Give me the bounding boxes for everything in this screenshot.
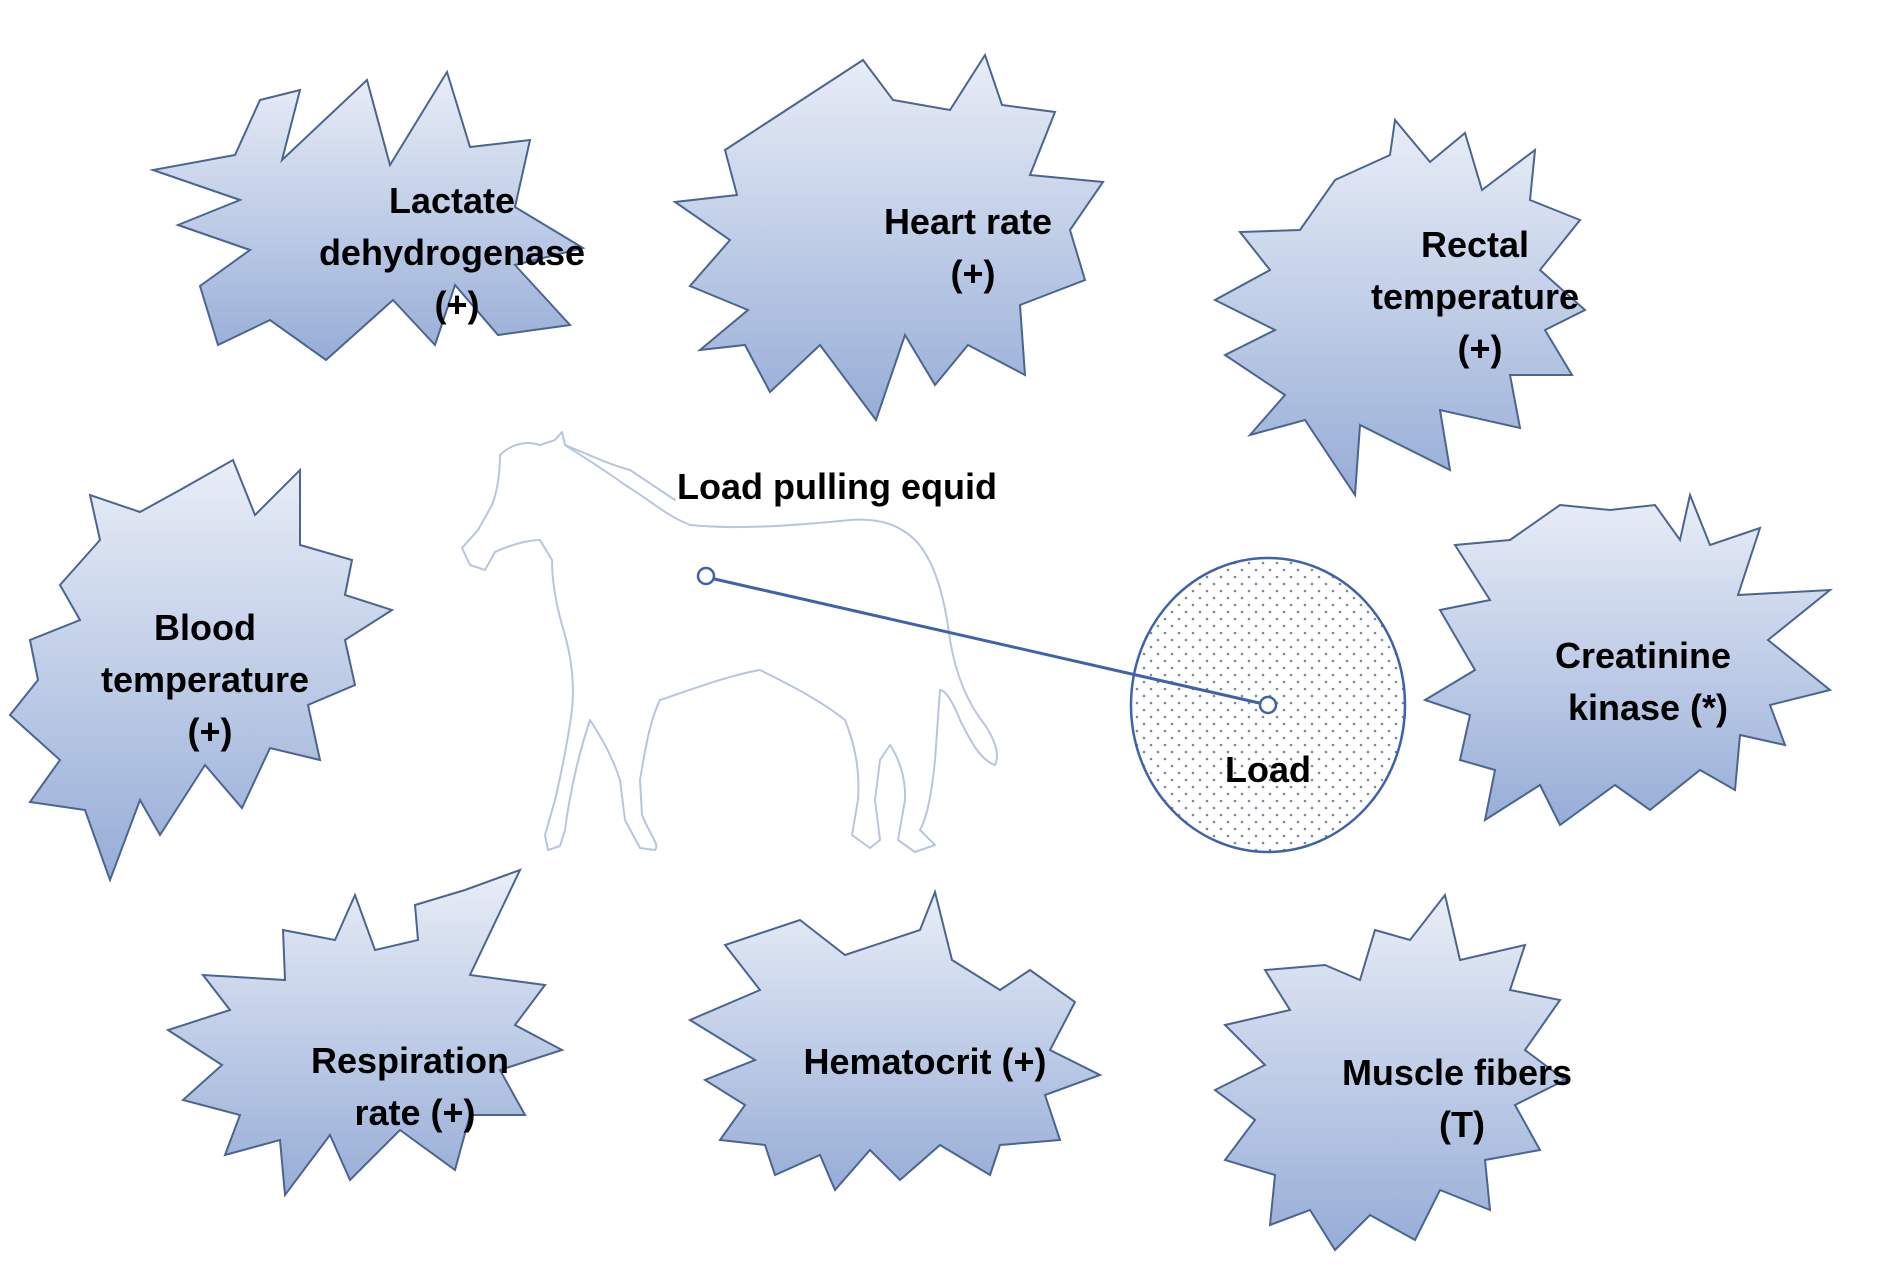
burst-line: dehydrogenase <box>319 232 585 273</box>
burst-label-respiration-rate: Respiration rate (+) <box>311 1040 519 1133</box>
burst-muscle-fibers <box>1213 892 1567 1252</box>
burst-line: rate (+) <box>354 1092 475 1133</box>
burst-label-muscle-fibers: Muscle fibers (T) <box>1342 1052 1582 1145</box>
burst-lactate-dehydrogenase <box>149 69 586 362</box>
burst-shape <box>8 458 395 883</box>
horse-outline <box>461 431 998 853</box>
burst-label-hematocrit: Hematocrit (+) <box>803 1041 1046 1082</box>
burst-shape <box>165 868 565 1198</box>
horse-mane-outline <box>564 444 676 501</box>
burst-line: Blood <box>154 607 256 648</box>
burst-blood-temperature <box>8 458 395 883</box>
burst-line: (+) <box>188 711 233 752</box>
burst-line: (T) <box>1439 1104 1485 1145</box>
burst-line: Muscle fibers <box>1342 1052 1572 1093</box>
burst-line: temperature <box>101 659 309 700</box>
burst-line: temperature <box>1371 276 1579 317</box>
burst-line: kinase (*) <box>1568 687 1728 728</box>
burst-line: (+) <box>435 284 480 325</box>
burst-hematocrit <box>687 888 1103 1192</box>
burst-label-heart-rate: Heart rate (+) <box>884 201 1062 294</box>
horse-body-outline <box>461 431 998 853</box>
burst-line: Respiration <box>311 1040 509 1081</box>
burst-line: Hematocrit (+) <box>803 1041 1046 1082</box>
burst-line: Lactate <box>389 180 515 221</box>
burst-shape <box>687 888 1103 1192</box>
burst-line: Creatinine <box>1555 635 1731 676</box>
connector-anchor-horse <box>696 566 716 586</box>
burst-label-lactate-dehydrogenase: Lactate dehydrogenase (+) <box>319 180 595 325</box>
burst-shape <box>1422 491 1834 827</box>
diagram-title: Load pulling equid <box>677 466 997 507</box>
burst-label-rectal-temperature: Rectal temperature (+) <box>1371 224 1589 369</box>
connector-line <box>709 576 1269 707</box>
connector-anchor-load <box>1258 695 1278 715</box>
burst-shape <box>1212 117 1587 498</box>
burst-heart-rate <box>672 52 1105 423</box>
burst-rectal-temperature <box>1212 117 1587 498</box>
burst-label-creatinine-kinase: Creatinine kinase (*) <box>1555 635 1741 728</box>
burst-shape <box>149 69 586 362</box>
pulling-connector <box>696 566 1278 715</box>
burst-line: Heart rate <box>884 201 1052 242</box>
burst-line: (+) <box>951 253 996 294</box>
burst-shape <box>672 52 1105 423</box>
load-label: Load <box>1225 749 1311 790</box>
burst-label-blood-temperature: Blood temperature (+) <box>101 607 319 752</box>
burst-creatinine-kinase <box>1422 491 1834 827</box>
burst-line: (+) <box>1458 328 1503 369</box>
burst-line: Rectal <box>1421 224 1529 265</box>
burst-respiration-rate <box>165 868 565 1198</box>
burst-shape <box>1213 892 1567 1252</box>
